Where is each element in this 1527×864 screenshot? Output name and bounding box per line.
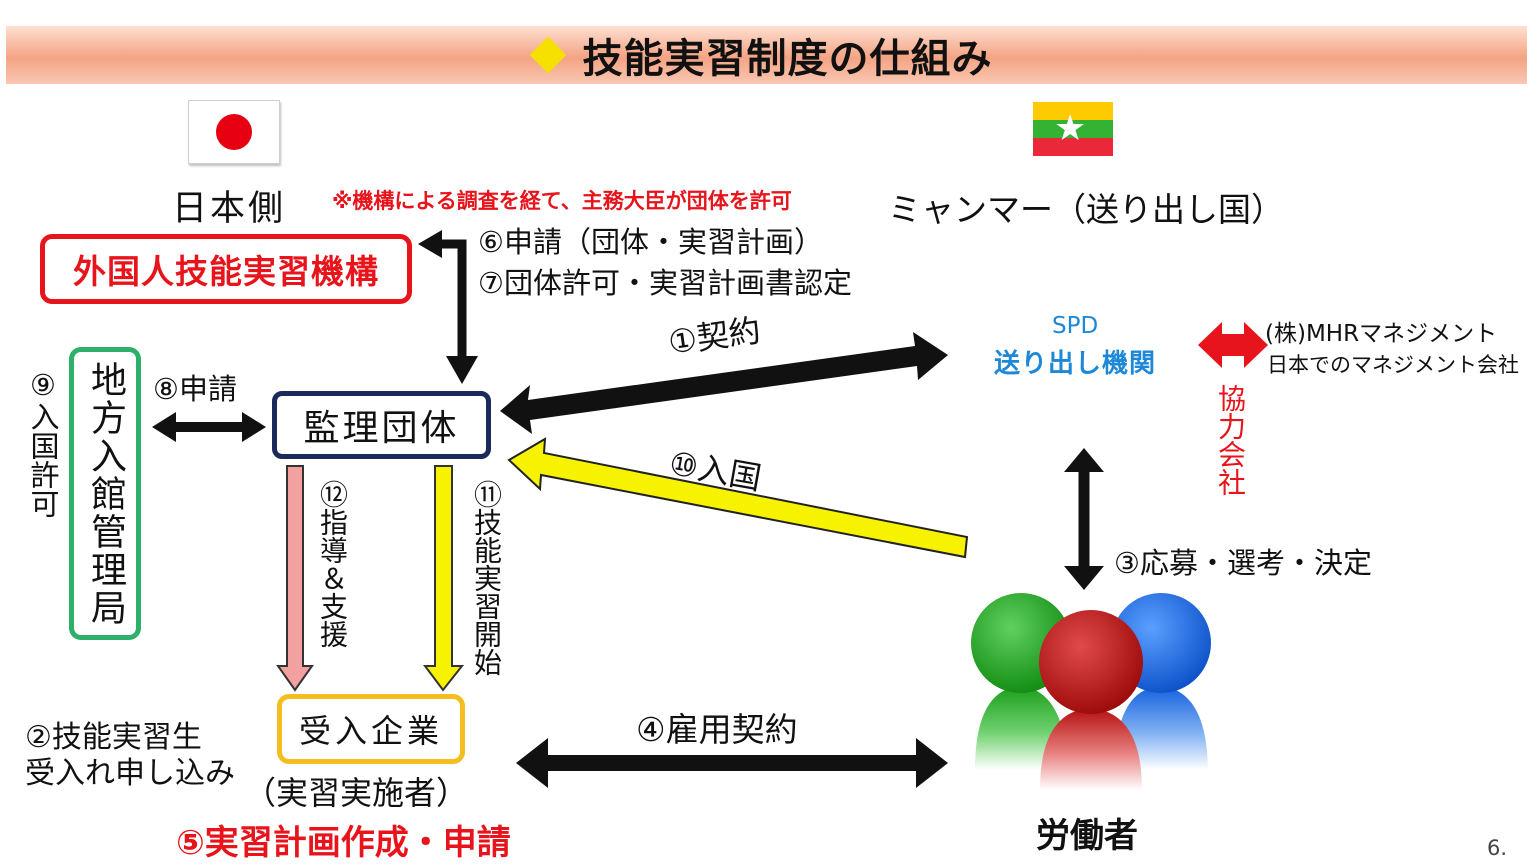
mhr-line2: 日本でのマネジメント会社 <box>1267 353 1519 377</box>
immigration-bureau-label: 地方入館管理局 <box>85 360 126 627</box>
otit-kanri-arrow <box>436 239 467 360</box>
flag-stripe-green <box>1033 120 1113 138</box>
sending-org-label: 送り出し機関 <box>994 349 1157 379</box>
host-company-box: 受入企業 <box>277 694 465 764</box>
step3-label: ③応募・選考・決定 <box>1114 546 1372 580</box>
mhr-line1: (株)MHRマネジメント <box>1265 321 1498 347</box>
myanmar-side-label: ミャンマー（送り出し国） <box>888 190 1284 229</box>
step2-line2: 受入れ申し込み <box>25 756 235 791</box>
arrowhead-right-4 <box>916 738 948 788</box>
star-icon: ★ <box>1054 108 1087 149</box>
host-company-sub-label: （実習実施者） <box>244 774 469 812</box>
arrowhead-left <box>418 230 442 258</box>
step9-label: ⑨入国許可 <box>26 368 60 518</box>
otit-box: 外国人技能実習機構 <box>40 234 412 304</box>
step12-label: ⑫指導＆支援 <box>316 480 349 648</box>
myanmar-flag-icon: ★ <box>1033 102 1113 156</box>
host-company-label: 受入企業 <box>298 712 443 750</box>
workers-label: 労働者 <box>1036 816 1138 856</box>
supervising-org-label: 監理団体 <box>303 408 460 449</box>
partner-label: 協力会社 <box>1214 384 1247 496</box>
arrowhead-down <box>446 356 478 384</box>
arrowhead-right-8 <box>242 412 266 442</box>
step11-label: ⑪技能実習開始 <box>470 480 503 676</box>
contract-arrow <box>500 332 948 434</box>
title-bar: 技能実習制度の仕組み <box>0 26 1527 84</box>
flag-stripe-red <box>1033 138 1113 156</box>
partner-arrow <box>1198 322 1268 368</box>
arrowhead-left-4 <box>516 738 548 788</box>
supervising-org-box: 監理団体 <box>272 391 491 459</box>
immigration-bureau-box: 地方入館管理局 <box>69 347 141 640</box>
arrowhead-down-3 <box>1064 566 1104 590</box>
step2-line1: ②技能実習生 <box>25 720 202 755</box>
approval-note: ※機構による調査を経て、主務大臣が団体を許可 <box>332 189 792 213</box>
japan-flag-icon <box>188 100 280 164</box>
flag-stripe-yellow <box>1033 102 1113 120</box>
arrowhead-up-3 <box>1064 448 1104 472</box>
step5-label: ⑤実習計画作成・申請 <box>176 823 511 863</box>
slide-title: 技能実習制度の仕組み <box>582 36 993 82</box>
step4-label: ④雇用契約 <box>636 710 798 749</box>
step7-label: ⑦団体許可・実習計画書認定 <box>478 266 852 300</box>
arrowhead-left-8 <box>152 412 176 442</box>
step6-label: ⑥申請（団体・実習計画） <box>478 225 823 259</box>
workers-icon <box>971 593 1211 790</box>
rising-sun-disc <box>216 114 252 150</box>
training-start-arrow <box>423 465 465 692</box>
title-banner <box>6 26 1527 84</box>
page-number: 6. <box>1487 836 1508 860</box>
support-arrow <box>276 465 314 692</box>
japan-side-label: 日本側 <box>172 189 287 229</box>
step8-label: ⑧申請 <box>153 372 237 406</box>
entry-arrow <box>507 437 969 559</box>
spd-label: SPD <box>1052 313 1099 339</box>
otit-label: 外国人技能実習機構 <box>73 252 379 291</box>
